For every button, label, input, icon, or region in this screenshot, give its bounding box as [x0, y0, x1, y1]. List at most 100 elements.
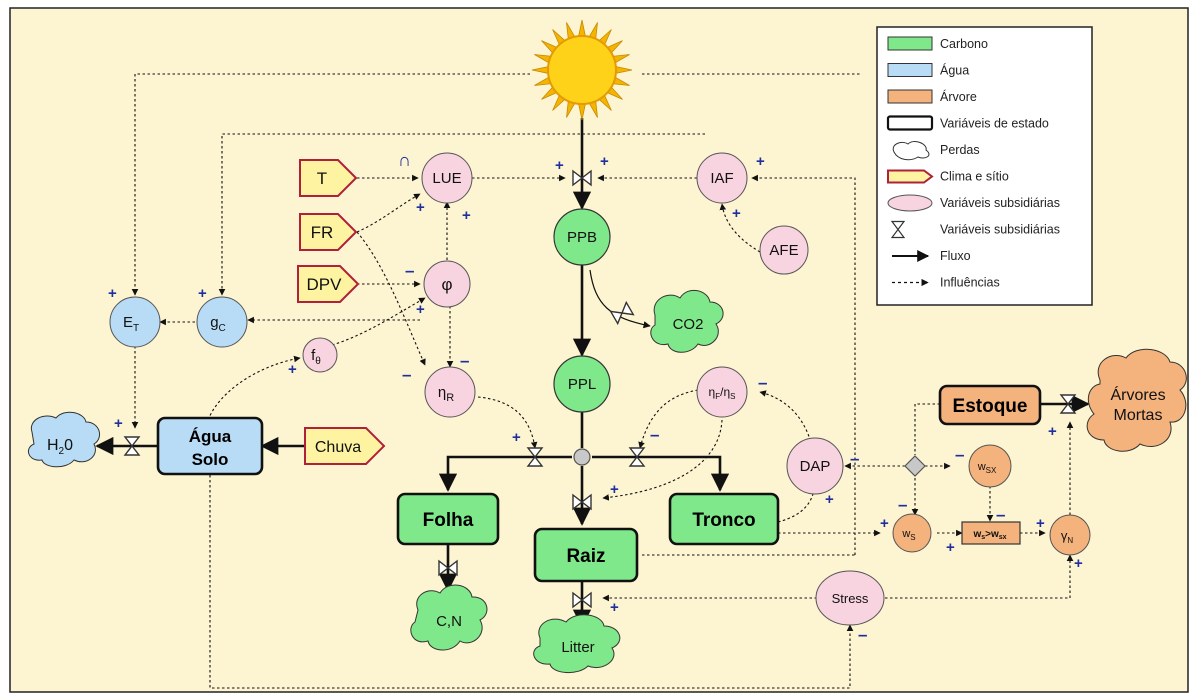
legend-label: Variáveis subsidiárias — [940, 223, 1060, 237]
chuva-label: Chuva — [315, 439, 361, 456]
dap-label: DAP — [800, 458, 831, 475]
gamma-n-label: γ — [1061, 528, 1068, 543]
w-sx-sub: SX — [986, 466, 997, 475]
w-sx-label: w — [977, 461, 986, 473]
stress-node: Stress — [815, 570, 885, 626]
tronco-box: Tronco — [668, 492, 780, 546]
sign-minus: – — [405, 261, 414, 280]
sign-plus: + — [1048, 423, 1057, 440]
sign-plus: + — [756, 153, 765, 170]
ws-gt-label: w — [972, 529, 981, 540]
e-t-label: E — [123, 314, 133, 331]
legend-label: Variáveis de estado — [940, 117, 1049, 131]
svg-text:fθ: fθ — [311, 347, 321, 367]
arvores-mortas-label-1: Árvores — [1110, 385, 1165, 404]
e-t-sub: T — [133, 323, 139, 334]
eta-f-node: ηF/ηS — [696, 366, 748, 418]
sign-plus: + — [880, 515, 889, 532]
sign-turn: ∩ — [398, 150, 411, 170]
g-c-label: g — [210, 314, 218, 331]
svg-text:gC: gC — [210, 314, 226, 334]
sign-plus: + — [462, 207, 471, 224]
t-input: T — [299, 159, 358, 197]
sign-plus: + — [732, 205, 741, 222]
sign-minus: – — [460, 351, 469, 370]
legend-item: Influências — [892, 276, 1000, 290]
climate-swatch — [887, 169, 934, 184]
legend-label: Fluxo — [940, 249, 971, 263]
co2-flow — [589, 269, 651, 329]
dap-node: DAP — [786, 437, 844, 495]
state-swatch — [886, 115, 934, 131]
legend-item: Variáveis subsidiárias — [887, 194, 1060, 212]
co2-label: CO2 — [673, 316, 704, 333]
sign-minus: – — [402, 365, 411, 384]
w-s-node: wS — [892, 513, 932, 553]
ws-gt-sub: s — [981, 534, 985, 541]
agua-solo-box: Água Solo — [156, 416, 264, 476]
sign-minus: – — [850, 449, 859, 468]
f-theta-label: f — [311, 347, 316, 364]
sign-plus: + — [825, 491, 834, 508]
iaf-node: IAF — [696, 152, 748, 204]
influence-signs: + + + + ∩ + + – + – – + + + + + – + – – … — [108, 150, 1083, 644]
stress-label: Stress — [832, 591, 869, 606]
ppl-label: PPL — [568, 376, 596, 393]
carbon-swatch — [887, 36, 933, 51]
iaf-label: IAF — [710, 170, 733, 187]
sign-plus: + — [555, 157, 564, 174]
legend-label: Clima e sítio — [940, 170, 1009, 184]
afe-node: AFE — [759, 225, 809, 275]
sign-plus: + — [1074, 555, 1083, 572]
folha-label: Folha — [423, 510, 474, 531]
w-sx-node: wSX — [968, 444, 1012, 488]
folha-box: Folha — [396, 492, 500, 546]
svg-text:ηR: ηR — [438, 384, 454, 404]
svg-text:ET: ET — [123, 314, 139, 334]
ppb-label: PPB — [567, 229, 597, 246]
tree-swatch — [887, 89, 933, 104]
eta-f-label: η — [709, 385, 716, 399]
dpv-label: DPV — [307, 275, 343, 294]
co2-cloud: CO2 — [650, 289, 724, 353]
sign-plus: + — [1036, 515, 1045, 532]
ppb-node: PPB — [553, 208, 611, 266]
e-t-node: ET — [109, 296, 161, 348]
g-c-sub: C — [219, 323, 226, 334]
estoque-box: Estoque — [938, 384, 1042, 426]
legend-label: Perdas — [940, 143, 980, 157]
w-s-sub: S — [910, 533, 915, 542]
eta-f-sub: F — [715, 392, 720, 401]
sign-plus: + — [416, 199, 425, 216]
sign-plus: + — [610, 481, 619, 498]
sign-plus: + — [288, 361, 297, 378]
sign-plus: + — [198, 285, 207, 302]
estoque-label: Estoque — [953, 396, 1028, 417]
svg-text:ws>wsx: ws>wsx — [972, 529, 1006, 541]
raiz-box: Raiz — [533, 527, 639, 583]
h2o-tail: 0 — [64, 437, 73, 454]
t-label: T — [317, 169, 327, 188]
sign-minus: – — [955, 445, 964, 464]
sign-plus: + — [114, 415, 123, 432]
h2o-cloud: H20 — [27, 411, 101, 468]
sign-minus: – — [858, 625, 867, 644]
arvores-mortas-cloud: Árvores Mortas — [1086, 348, 1187, 452]
afe-label: AFE — [769, 242, 798, 259]
legend-item: Variáveis de estado — [886, 115, 1049, 131]
legend-item: Clima e sítio — [887, 169, 1009, 184]
agua-solo-label-1: Água — [189, 427, 232, 446]
tree-junction — [904, 455, 926, 477]
litter-label: Litter — [561, 639, 594, 656]
eta-r-node: ηR — [424, 366, 476, 418]
arvores-mortas-label-2: Mortas — [1114, 407, 1163, 424]
phi-node: φ — [423, 260, 471, 308]
sign-plus: + — [416, 301, 425, 318]
fr-label: FR — [311, 223, 334, 242]
flow-lines — [95, 118, 1090, 628]
gamma-n-sub: N — [1067, 536, 1073, 545]
influence-lines — [131, 73, 1074, 689]
sign-plus: + — [600, 153, 609, 170]
svg-text:γN: γN — [1061, 528, 1074, 545]
